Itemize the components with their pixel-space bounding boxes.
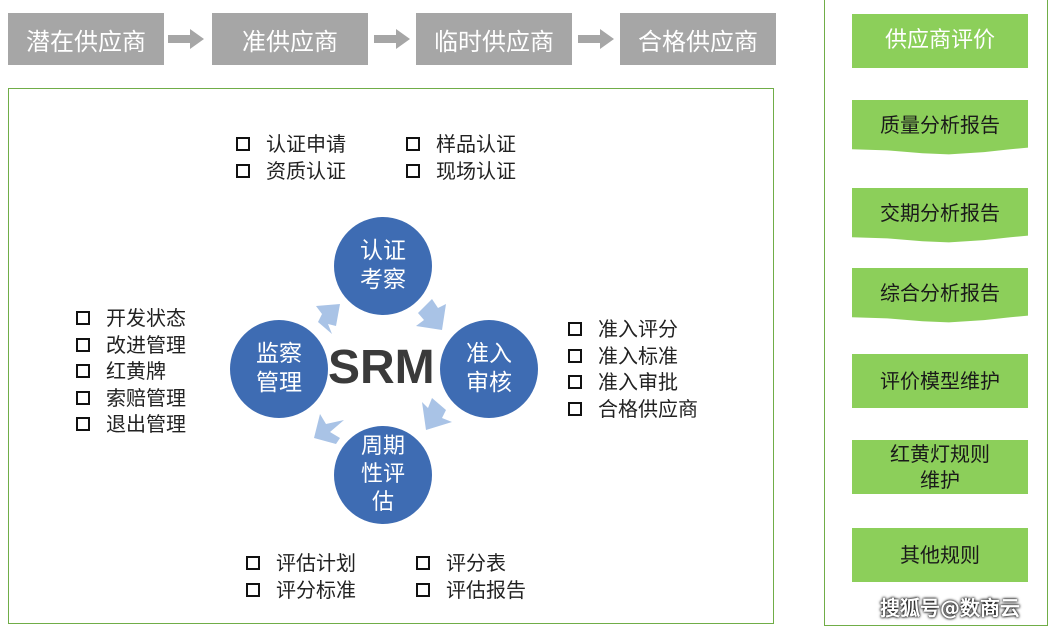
list-item: 退出管理 bbox=[76, 411, 186, 438]
list-supervision: 开发状态 改进管理 红黄牌 索赔管理 退出管理 bbox=[76, 305, 186, 438]
cycle-node-periodic-evaluation: 周期 性评 估 bbox=[334, 426, 432, 524]
checkbox-icon bbox=[236, 163, 250, 178]
checkbox-icon bbox=[76, 311, 90, 326]
list-item: 评估计划 bbox=[246, 550, 356, 577]
list-item: 索赔管理 bbox=[76, 385, 186, 412]
checkbox-icon bbox=[416, 582, 430, 597]
stage-qualified-supplier: 合格供应商 bbox=[620, 13, 776, 65]
stage-arrow-3 bbox=[578, 29, 614, 49]
cycle-node-supervision: 监察 管理 bbox=[230, 320, 328, 418]
srm-center-label: SRM bbox=[328, 341, 435, 394]
sidebar-item-model-maintenance[interactable]: 评价模型维护 bbox=[852, 354, 1028, 408]
evaluation-sidebar bbox=[824, 0, 1048, 626]
checkbox-icon bbox=[406, 163, 420, 178]
watermark-text: 搜狐号@数商云 bbox=[880, 596, 1020, 620]
list-certification: 认证申请 资质认证 bbox=[236, 131, 346, 184]
srm-diagram-panel bbox=[8, 88, 774, 624]
list-item: 红黄牌 bbox=[76, 358, 186, 385]
list-item: 开发状态 bbox=[76, 305, 186, 332]
checkbox-icon bbox=[568, 375, 582, 390]
checkbox-icon bbox=[416, 556, 430, 571]
list-item: 准入评分 bbox=[568, 316, 698, 343]
list-item: 评分标准 bbox=[246, 577, 356, 604]
checkbox-icon bbox=[568, 401, 582, 416]
list-evaluation-report: 评分表 评估报告 bbox=[416, 550, 526, 603]
list-item: 认证申请 bbox=[236, 131, 346, 158]
sidebar-item-supplier-evaluation[interactable]: 供应商评价 bbox=[852, 14, 1028, 68]
list-item: 合格供应商 bbox=[568, 396, 698, 423]
checkbox-icon bbox=[76, 337, 90, 352]
list-item: 评分表 bbox=[416, 550, 526, 577]
checkbox-icon bbox=[406, 137, 420, 152]
stage-potential-supplier: 潜在供应商 bbox=[8, 13, 164, 65]
list-item: 资质认证 bbox=[236, 158, 346, 185]
stage-arrow-2 bbox=[374, 29, 410, 49]
list-admission: 准入评分 准入标准 准入审批 合格供应商 bbox=[568, 316, 698, 422]
sidebar-item-traffic-light-rules[interactable]: 红黄灯规则 维护 bbox=[852, 440, 1028, 494]
sidebar-item-other-rules[interactable]: 其他规则 bbox=[852, 528, 1028, 582]
checkbox-icon bbox=[76, 390, 90, 405]
sidebar-item-delivery-report[interactable]: 交期分析报告 bbox=[852, 188, 1028, 243]
list-sample-certification: 样品认证 现场认证 bbox=[406, 131, 516, 184]
checkbox-icon bbox=[76, 417, 90, 432]
list-item: 改进管理 bbox=[76, 332, 186, 359]
list-item: 样品认证 bbox=[406, 131, 516, 158]
sidebar-item-comprehensive-report[interactable]: 综合分析报告 bbox=[852, 268, 1028, 323]
list-item: 现场认证 bbox=[406, 158, 516, 185]
stage-temporary-supplier: 临时供应商 bbox=[416, 13, 572, 65]
stage-arrow-1 bbox=[168, 29, 204, 49]
sidebar-item-quality-report[interactable]: 质量分析报告 bbox=[852, 100, 1028, 155]
cycle-node-certification: 认证 考察 bbox=[334, 217, 432, 315]
list-item: 准入标准 bbox=[568, 343, 698, 370]
checkbox-icon bbox=[236, 137, 250, 152]
list-item: 准入审批 bbox=[568, 369, 698, 396]
checkbox-icon bbox=[568, 348, 582, 363]
list-item: 评估报告 bbox=[416, 577, 526, 604]
cycle-node-admission: 准入 审核 bbox=[440, 320, 538, 418]
checkbox-icon bbox=[568, 322, 582, 337]
stage-quasi-supplier: 准供应商 bbox=[212, 13, 368, 65]
list-evaluation-plan: 评估计划 评分标准 bbox=[246, 550, 356, 603]
checkbox-icon bbox=[246, 556, 260, 571]
checkbox-icon bbox=[76, 364, 90, 379]
checkbox-icon bbox=[246, 582, 260, 597]
